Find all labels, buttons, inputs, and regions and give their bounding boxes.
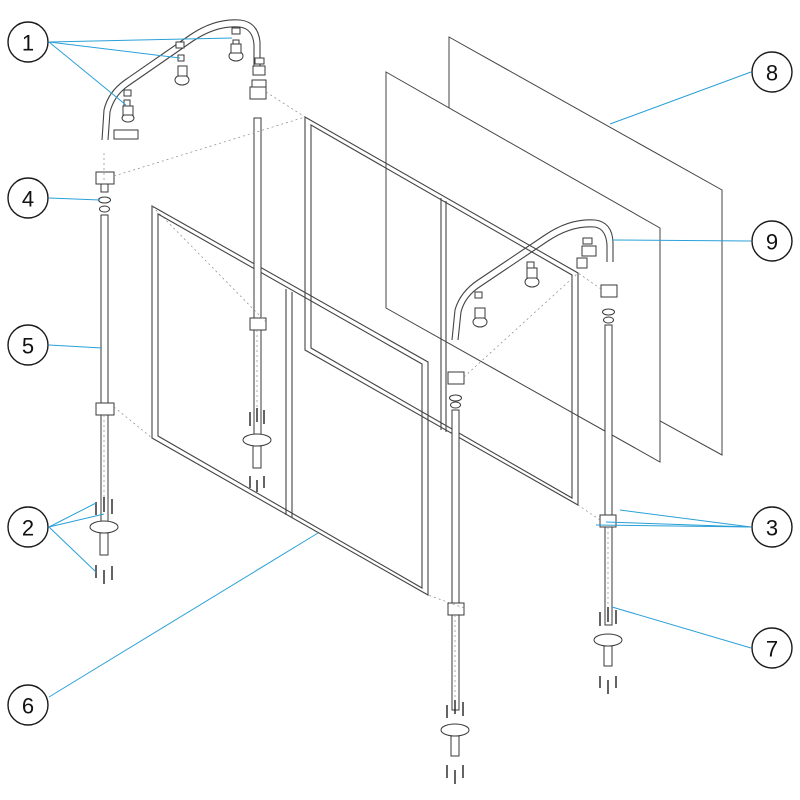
left-arch-tube	[101, 19, 261, 141]
callout-3: 3	[751, 506, 793, 548]
base-plate-left	[89, 497, 119, 584]
callout-4: 4	[7, 177, 49, 219]
callout-5: 5	[7, 324, 49, 366]
callout-9-label: 9	[766, 230, 778, 255]
callout-7-label: 7	[766, 637, 778, 662]
front-screen-frame	[151, 205, 429, 596]
front-right-post	[447, 371, 465, 711]
right-arch-tube	[451, 219, 614, 341]
front-panel-sheet	[385, 71, 661, 463]
callout-2: 2	[7, 506, 49, 548]
base-plate-front-right	[440, 700, 470, 784]
left-post	[95, 171, 115, 526]
callout-8: 8	[751, 51, 793, 93]
rear-right-post	[599, 284, 618, 626]
base-plate-center	[242, 408, 272, 492]
callout-6: 6	[7, 684, 49, 726]
callout-7: 7	[751, 627, 793, 669]
assembly-guide-lines	[103, 91, 609, 700]
callout-4-label: 4	[22, 187, 34, 212]
callout-9: 9	[751, 220, 793, 262]
callout-1-label: 1	[22, 31, 34, 56]
leader-lines	[48, 37, 752, 698]
callout-1: 1	[7, 21, 49, 63]
base-plate-rear-right	[593, 607, 623, 694]
callout-8-label: 8	[766, 61, 778, 86]
callout-3-label: 3	[766, 516, 778, 541]
center-rear-post	[249, 86, 267, 439]
arch-fittings	[113, 27, 597, 328]
callout-2-label: 2	[22, 516, 34, 541]
callout-6-label: 6	[22, 694, 34, 719]
callout-5-label: 5	[22, 334, 34, 359]
